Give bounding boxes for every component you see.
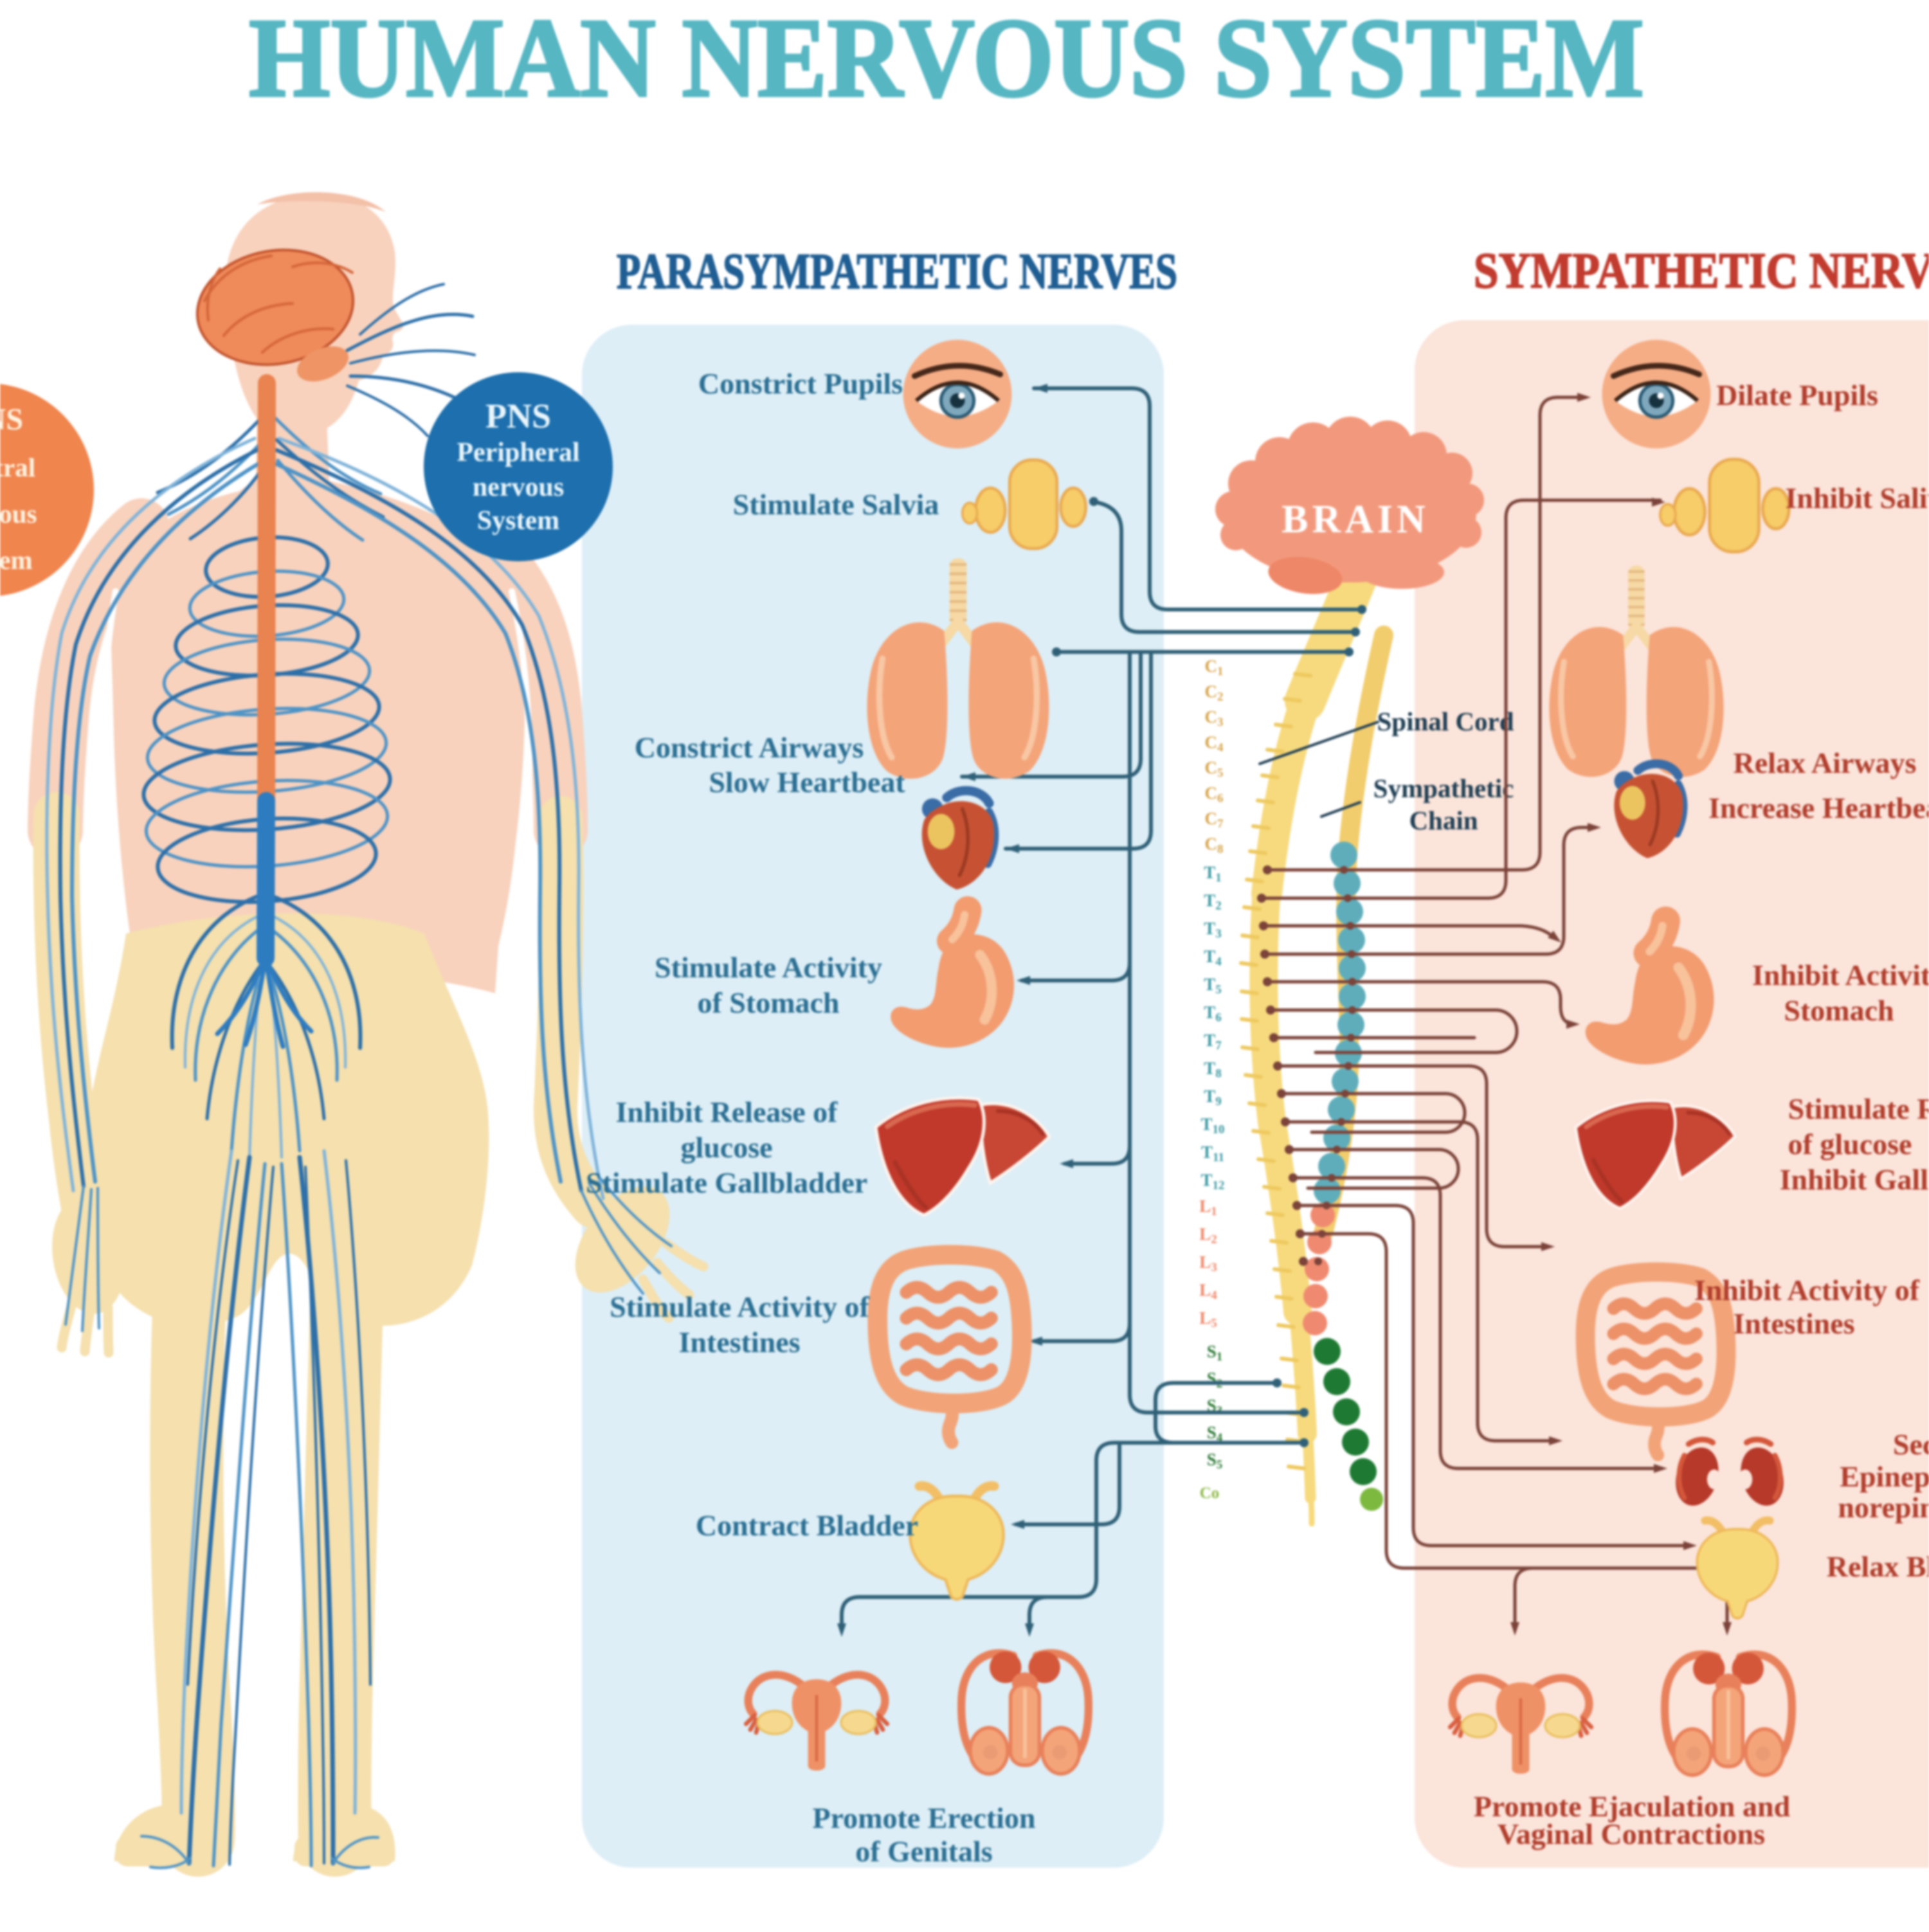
svg-text:System: System [0,545,33,575]
svg-text:Central: Central [0,453,35,482]
svg-text:Intestines: Intestines [1733,1307,1854,1340]
svg-text:Stimulate Activity: Stimulate Activity [655,951,882,984]
svg-text:Intestines: Intestines [678,1326,800,1359]
svg-text:nervous: nervous [473,473,564,502]
svg-text:Relax Bladder: Relax Bladder [1827,1550,1929,1583]
svg-text:of Stomach: of Stomach [697,986,839,1019]
svg-text:Stimulate Salvia: Stimulate Salvia [733,488,939,521]
svg-text:of glucose: of glucose [1788,1128,1912,1160]
svg-text:Co: Co [1200,1485,1220,1502]
svg-text:Slow Heartbeat: Slow Heartbeat [709,766,905,799]
svg-text:Inhibit Release of: Inhibit Release of [616,1096,838,1128]
svg-text:Inhibit Activity of: Inhibit Activity of [1694,1274,1920,1306]
svg-text:nervous: nervous [0,499,37,528]
svg-text:System: System [477,506,559,536]
svg-text:BRAIN: BRAIN [1281,498,1429,541]
svg-text:Dilate Pupils: Dilate Pupils [1716,379,1878,411]
svg-text:Sympathetic: Sympathetic [1373,773,1514,803]
svg-text:T5: T5 [1204,975,1222,997]
svg-text:Chain: Chain [1409,806,1478,835]
svg-text:Contract Bladder: Contract Bladder [696,1509,918,1542]
svg-text:SYMPATHETIC NERVES: SYMPATHETIC NERVES [1474,242,1929,298]
svg-text:Constrict Pupils: Constrict Pupils [698,367,903,400]
svg-text:Stimulate Release: Stimulate Release [1788,1092,1929,1125]
svg-text:T11: T11 [1201,1142,1224,1164]
svg-text:Stimulate Activity of: Stimulate Activity of [610,1290,869,1323]
svg-text:Stimulate Gallbladder: Stimulate Gallbladder [586,1166,867,1199]
svg-text:PNS: PNS [485,397,551,435]
svg-text:Spinal Cord: Spinal Cord [1377,707,1514,736]
svg-text:CNS: CNS [0,402,23,437]
svg-text:PARASYMPATHETIC NERVES: PARASYMPATHETIC NERVES [617,243,1177,299]
svg-text:Peripheral: Peripheral [457,438,579,467]
svg-text:Relax Airways: Relax Airways [1734,746,1917,779]
svg-text:Increase Heartbeat: Increase Heartbeat [1708,791,1929,824]
svg-text:Stomach: Stomach [1784,994,1894,1027]
svg-text:Secrete: Secrete [1893,1428,1929,1461]
svg-text:Inhibit Activity of: Inhibit Activity of [1752,959,1929,991]
svg-text:Promote Erection: Promote Erection [812,1801,1035,1834]
svg-text:Promote Ejaculation and: Promote Ejaculation and [1474,1790,1791,1823]
svg-text:of Genitals: of Genitals [855,1835,992,1868]
svg-text:HUMAN NERVOUS SYSTEM: HUMAN NERVOUS SYSTEM [249,0,1644,121]
svg-text:norepinephrine: norepinephrine [1838,1491,1929,1524]
svg-text:Inhibit Gallbladder: Inhibit Gallbladder [1780,1163,1929,1196]
svg-text:Inhibit Saliva: Inhibit Saliva [1785,482,1929,514]
svg-text:Constrict Airways: Constrict Airways [635,731,864,764]
svg-text:Vaginal Contractions: Vaginal Contractions [1498,1818,1765,1850]
svg-text:C3: C3 [1205,707,1224,729]
svg-text:glucose: glucose [680,1131,772,1164]
svg-text:Epinephrine: Epinephrine [1840,1460,1929,1493]
